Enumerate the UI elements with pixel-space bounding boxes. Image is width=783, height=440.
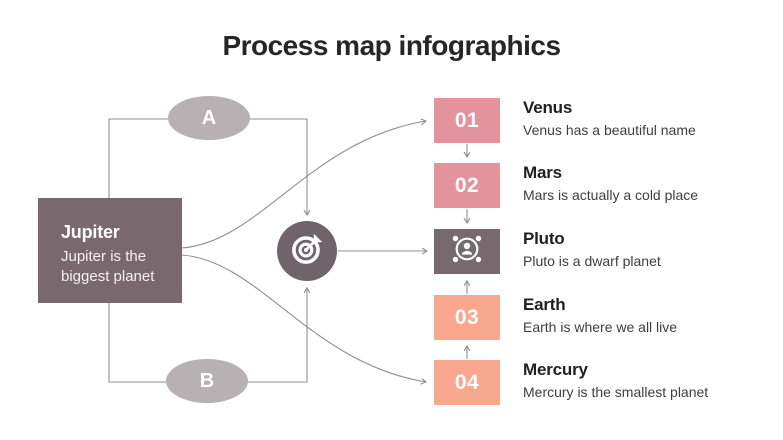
connector-curve-to-01 (181, 121, 426, 249)
step-title: Mars (523, 163, 562, 182)
branch-node-a: A (168, 96, 250, 140)
slide-title: Process map infographics (222, 30, 561, 61)
step-label-venus: Venus Venus has a beautiful name (523, 97, 773, 140)
step-description: Mercury is the smallest planet (523, 384, 709, 400)
step-label-pluto: Pluto Pluto is a dwarf planet (523, 228, 773, 271)
branch-node-b-label: B (199, 369, 215, 392)
step-number: 02 (454, 173, 480, 197)
step-label-mars: Mars Mars is actually a cold place (523, 162, 773, 205)
user-network-icon (444, 229, 490, 275)
branch-node-b: B (166, 359, 248, 403)
step-box-01: 01 (434, 98, 500, 143)
step-number: 01 (454, 108, 480, 132)
target-dart-icon (286, 228, 328, 275)
source-box-jupiter: Jupiter Jupiter is the biggest planet (38, 198, 182, 303)
step-description: Venus has a beautiful name (523, 122, 696, 138)
step-box-02: 02 (434, 163, 500, 208)
step-description: Pluto is a dwarf planet (523, 253, 661, 269)
connector-curve-to-04 (181, 254, 426, 382)
step-title: Earth (523, 295, 566, 314)
step-description: Mars is actually a cold place (523, 187, 699, 203)
step-title: Mercury (523, 360, 588, 379)
step-title: Venus (523, 98, 573, 117)
step-box-pluto (434, 229, 500, 274)
step-description: Earth is where we all live (523, 319, 678, 335)
source-box-title: Jupiter (61, 222, 120, 242)
step-title: Pluto (523, 229, 565, 248)
source-box-description: Jupiter is the biggest planet (61, 248, 155, 285)
step-box-04: 04 (434, 360, 500, 405)
step-label-mercury: Mercury Mercury is the smallest planet (523, 359, 773, 402)
step-box-03: 03 (434, 295, 500, 340)
hub-circle (277, 221, 337, 281)
step-label-earth: Earth Earth is where we all live (523, 294, 773, 337)
branch-node-a-label: A (201, 106, 217, 129)
step-number: 03 (454, 305, 480, 329)
step-number: 04 (454, 370, 480, 394)
